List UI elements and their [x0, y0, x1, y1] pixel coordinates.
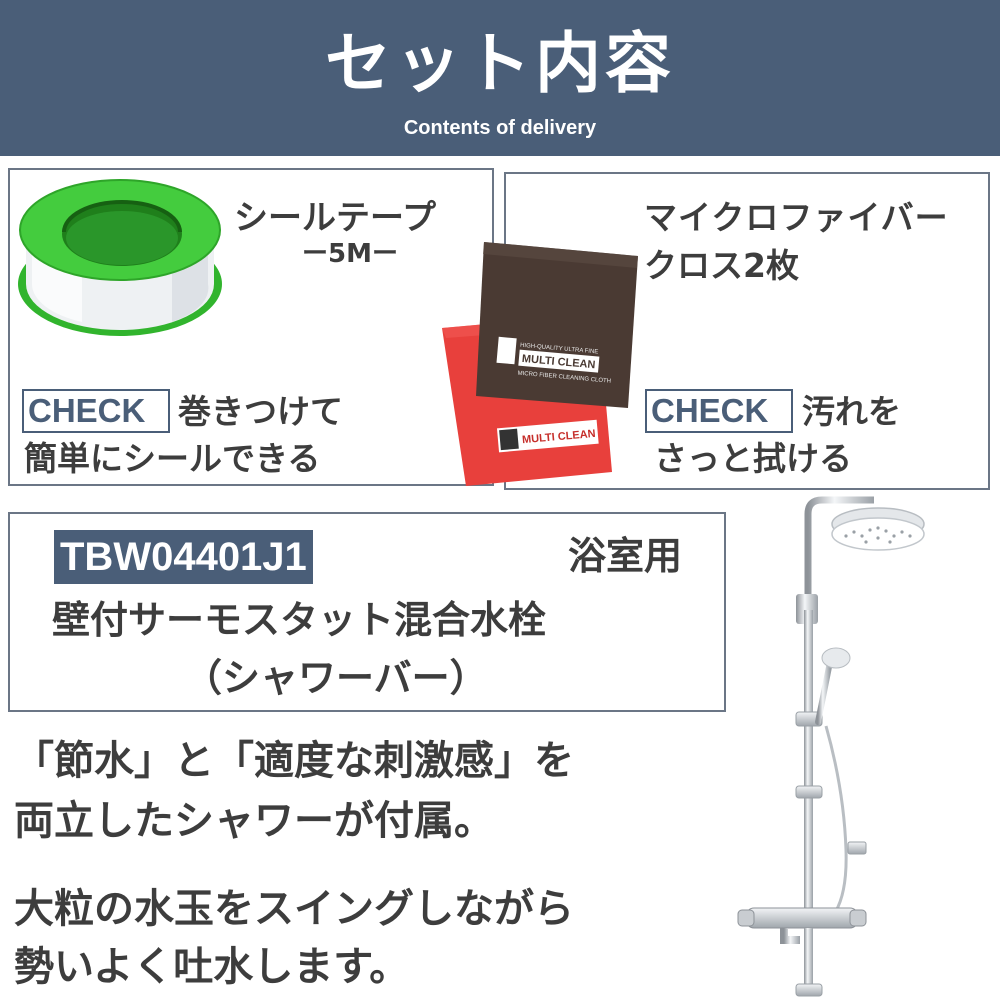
shower-bar-image [737, 496, 925, 997]
cloth-title-1: マイクロファイバー [644, 198, 949, 237]
model-number-badge: TBW04401J1 [54, 530, 313, 584]
seal-tape-length: ー5Mー [302, 239, 398, 269]
page-subtitle: Contents of delivery [403, 117, 597, 139]
cloth-desc-2: さっと拭ける [654, 439, 852, 478]
microfiber-cloth-image: MULTI CLEAN HIGH-QUALITY ULTRA FINE MULT… [442, 242, 638, 486]
seal-tape-image [18, 179, 222, 336]
product-usage: 浴室用 [568, 534, 683, 578]
cloth-title-2: クロス2枚 [644, 246, 799, 285]
header-banner [0, 0, 1000, 156]
product-type: （シャワーバー） [184, 656, 488, 700]
feature-line-1: 「節水」と「適度な刺激感」を [14, 738, 574, 784]
cloth-check-badge: CHECK [645, 389, 793, 433]
feature-line-3: 大粒の水玉をスイングしながら [14, 886, 574, 932]
page-title: セット内容 [325, 25, 675, 102]
seal-tape-desc-1: 巻きつけて [178, 392, 343, 431]
product-name: 壁付サーモスタット混合水栓 [52, 598, 547, 642]
feature-line-2: 両立したシャワーが付属。 [14, 798, 494, 844]
seal-tape-desc-2: 簡単にシールできる [24, 439, 321, 478]
seal-tape-title: シールテープ [234, 198, 436, 238]
feature-line-4: 勢いよく吐水します。 [14, 944, 410, 990]
seal-tape-check-badge: CHECK [22, 389, 170, 433]
cloth-desc-1: 汚れを [802, 392, 901, 431]
